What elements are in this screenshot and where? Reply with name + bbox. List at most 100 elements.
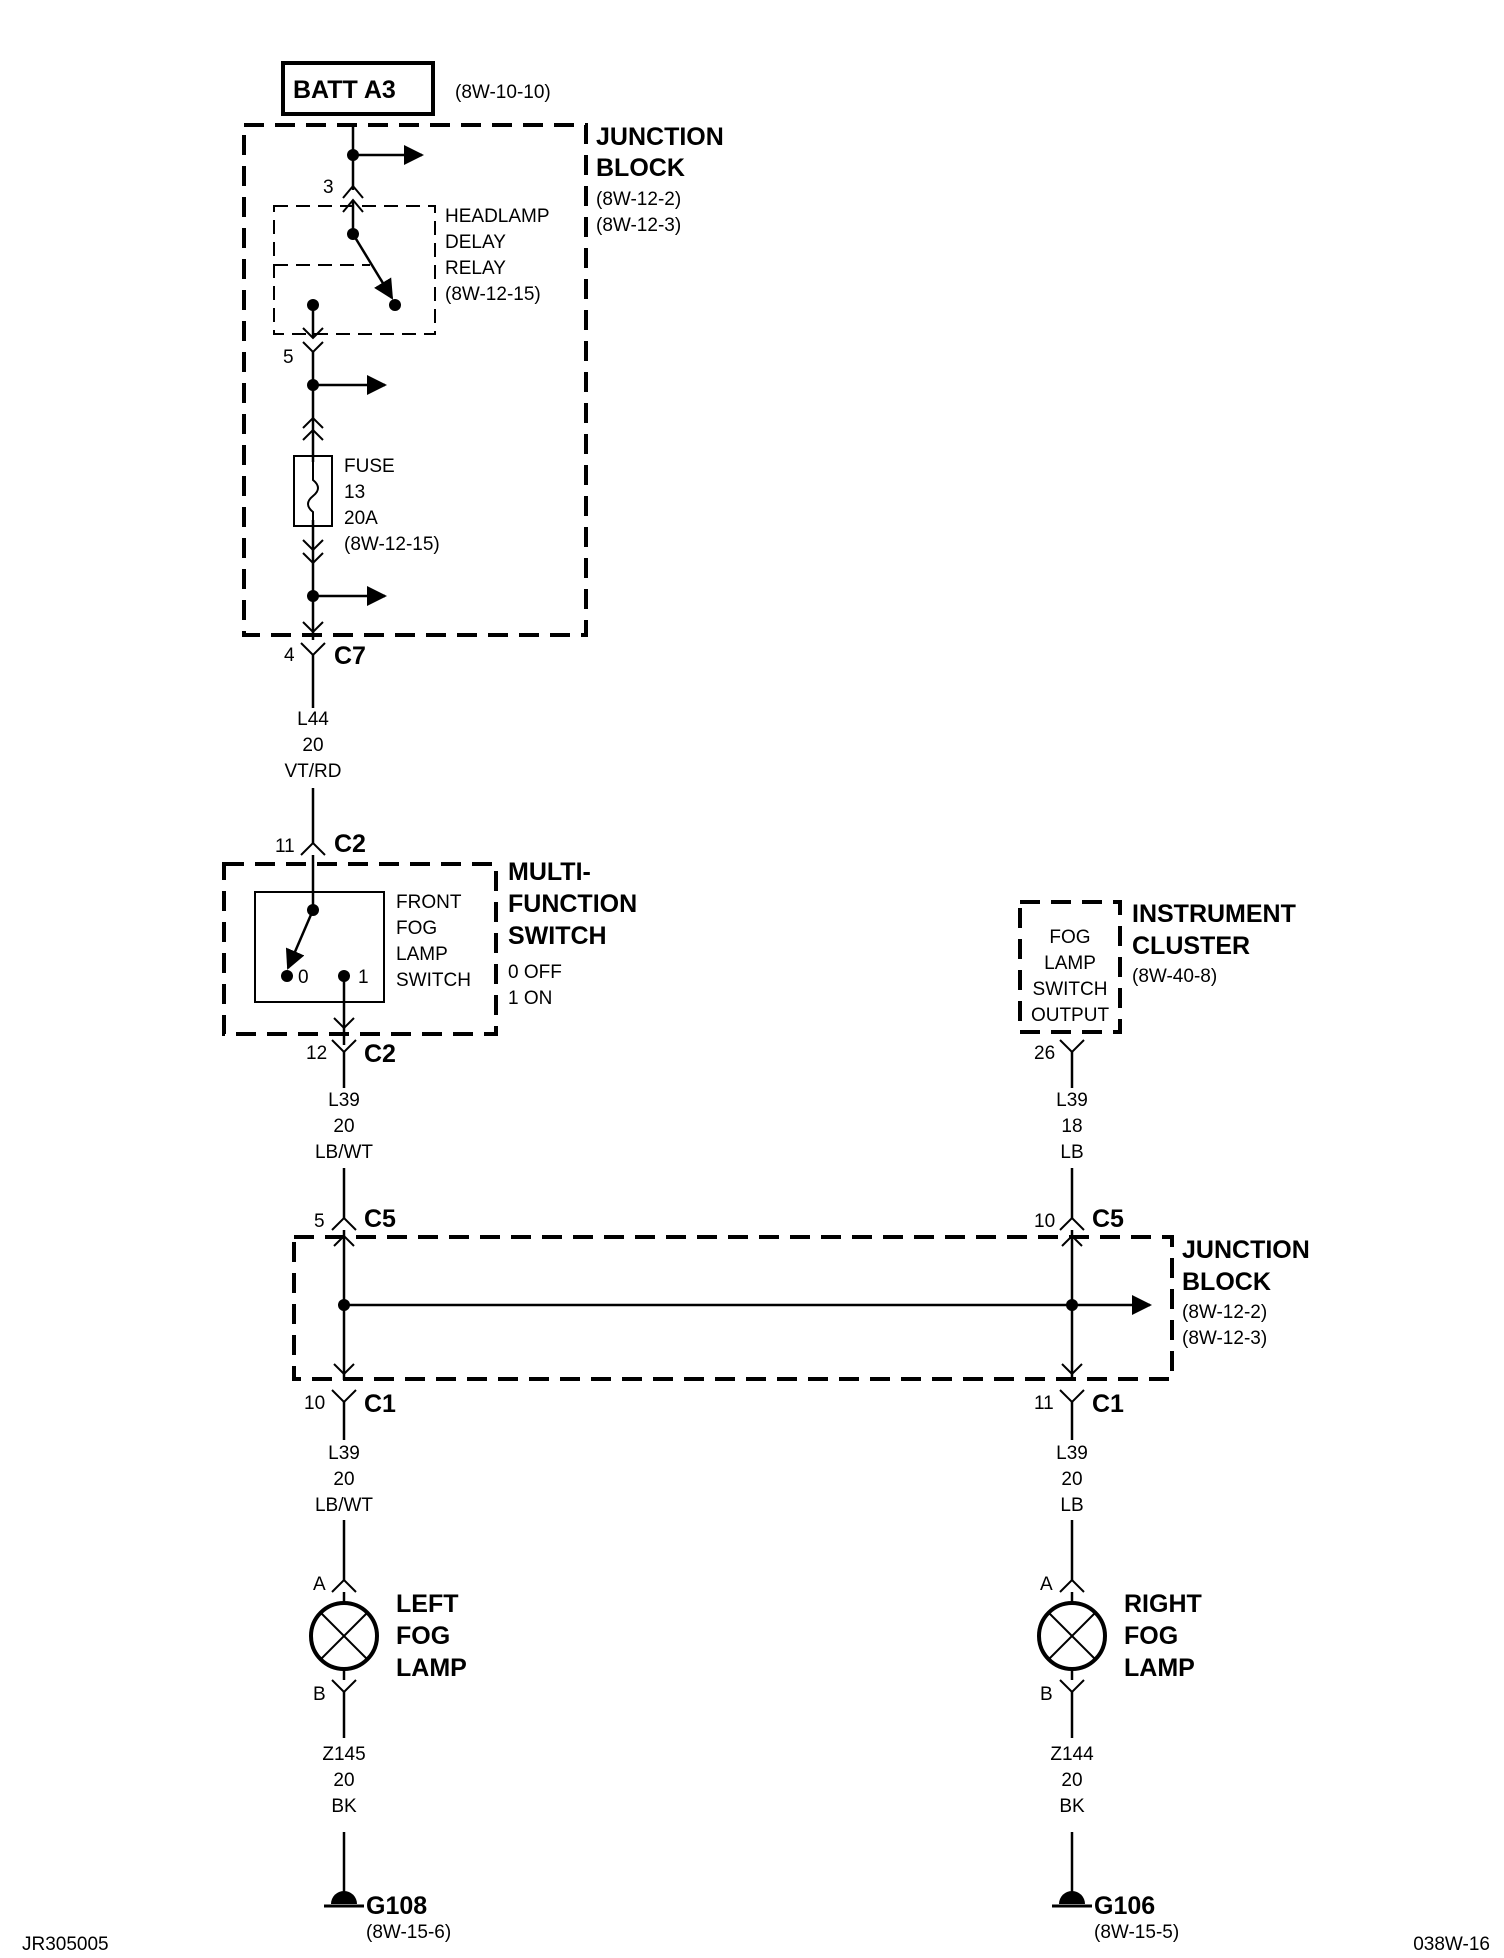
c2-out-pin: 12: [306, 1043, 327, 1064]
wire-z144-color: BK: [1059, 1796, 1085, 1817]
batt-a3-box: [281, 61, 435, 116]
left-lamp-connector-b: [331, 1679, 357, 1694]
switch-label-2: FOG: [396, 918, 437, 939]
batt-a3-ref: (8W-10-10): [455, 82, 551, 103]
relay-pin-in: 3: [323, 177, 334, 198]
fuse-label-1: FUSE: [344, 456, 395, 477]
cluster-title-2: CLUSTER: [1132, 932, 1250, 960]
left-lamp-pin-b: B: [313, 1684, 326, 1705]
left-lamp-pin-a: A: [313, 1574, 326, 1595]
connector-symbol: [302, 621, 324, 634]
c1-left-connector: [331, 1389, 357, 1404]
wire-l44-circuit: L44: [297, 709, 329, 730]
cluster-output-3: SWITCH: [1033, 979, 1108, 1000]
ground-g108-icon: [331, 1891, 357, 1904]
right-lamp-connector-b: [1059, 1679, 1085, 1694]
ground-g106-icon: [1059, 1891, 1085, 1904]
connector-symbol: [333, 1017, 355, 1030]
connector-symbol: [333, 1363, 355, 1376]
wire-l39-right-upper-color: LB: [1060, 1142, 1083, 1163]
c1-right-connector: [1059, 1389, 1085, 1404]
c1-right-pin: 11: [1034, 1393, 1054, 1414]
wire-z145-circuit: Z145: [322, 1744, 365, 1765]
ground-g108-name: G108: [366, 1892, 427, 1920]
multi-function-switch-outline: [222, 862, 498, 1036]
cluster-title-1: INSTRUMENT: [1132, 900, 1296, 928]
ground-g106-ref: (8W-15-5): [1094, 1922, 1179, 1943]
splice-dot: [1066, 1299, 1078, 1311]
connector-symbol: [302, 539, 324, 552]
switch-label-4: SWITCH: [396, 970, 471, 991]
fuse-label-3: 20A: [344, 508, 378, 529]
mfs-title-1: MULTI-: [508, 858, 591, 886]
wire-l39-left-lower-circuit: L39: [328, 1443, 360, 1464]
junction-block-bottom-outline: [292, 1235, 1174, 1381]
cluster-ref: (8W-40-8): [1132, 966, 1217, 987]
cluster-output-4: OUTPUT: [1031, 1005, 1110, 1026]
wire-l39-left-upper-gauge: 20: [333, 1116, 354, 1137]
mfs-title-3: SWITCH: [508, 922, 607, 950]
c1-right-name: C1: [1092, 1390, 1124, 1418]
c2-in-connector: [300, 841, 326, 856]
c5-left-name: C5: [364, 1205, 396, 1233]
c5-left-pin: 5: [314, 1211, 325, 1232]
cluster-connector: [1059, 1039, 1085, 1054]
switch-arm: [285, 909, 315, 970]
left-lamp-title-1: LEFT: [396, 1590, 459, 1618]
connector-symbol: [302, 428, 324, 441]
left-lamp-title-3: LAMP: [396, 1654, 467, 1682]
c7-name: C7: [334, 642, 366, 670]
c5-left-connector: [331, 1216, 357, 1231]
wire-l39-left-upper-color: LB/WT: [315, 1142, 373, 1163]
c1-left-pin: 10: [304, 1393, 325, 1414]
wire-l39-right-lower-circuit: L39: [1056, 1443, 1088, 1464]
front-fog-lamp-switch-box: [254, 891, 385, 1003]
wire-l44-color: VT/RD: [285, 761, 342, 782]
ground-g106-name: G106: [1094, 1892, 1155, 1920]
wire-z145-color: BK: [331, 1796, 357, 1817]
wire-l39-right-lower-color: LB: [1060, 1495, 1083, 1516]
connector-symbol: [302, 416, 324, 429]
cluster-output-2: LAMP: [1044, 953, 1096, 974]
c5-right-name: C5: [1092, 1205, 1124, 1233]
wire-l39-right-lower-gauge: 20: [1061, 1469, 1082, 1490]
relay-label-3: RELAY: [445, 258, 506, 279]
fuse-ref: (8W-12-15): [344, 534, 440, 555]
mfs-state-on: 1 ON: [508, 988, 552, 1009]
wire-l39-left-lower-gauge: 20: [333, 1469, 354, 1490]
right-lamp-pin-b: B: [1040, 1684, 1053, 1705]
footer-left-code: JR305005: [22, 1934, 109, 1955]
junction-block-bottom-title1: JUNCTION: [1182, 1236, 1310, 1264]
right-lamp-title-3: LAMP: [1124, 1654, 1195, 1682]
left-lamp-connector-a: [331, 1578, 357, 1593]
fuse-13-element: [307, 462, 319, 520]
wire-l44-gauge: 20: [302, 735, 323, 756]
right-lamp-pin-a: A: [1040, 1574, 1053, 1595]
connector-symbol: [302, 552, 324, 565]
c1-left-name: C1: [364, 1390, 396, 1418]
junction-block-top-ref1: (8W-12-2): [596, 189, 681, 210]
junction-block-top-title2: BLOCK: [596, 154, 685, 182]
relay-label-1: HEADLAMP: [445, 206, 550, 227]
relay-ref: (8W-12-15): [445, 284, 541, 305]
wire-z144-gauge: 20: [1061, 1770, 1082, 1791]
switch-pos-1: 1: [358, 967, 369, 988]
wire-z144-circuit: Z144: [1050, 1744, 1094, 1765]
cluster-output-1: FOG: [1049, 927, 1090, 948]
wire-l39-right-upper-gauge: 18: [1061, 1116, 1082, 1137]
switch-pos-0: 0: [298, 967, 309, 988]
c2-in-pin: 11: [275, 836, 295, 857]
relay-switch-arm: [351, 233, 394, 300]
headlamp-delay-relay-outline: [273, 205, 436, 335]
junction-block-top-outline: [242, 123, 588, 637]
relay-label-2: DELAY: [445, 232, 506, 253]
c7-pin: 4: [284, 645, 295, 666]
left-lamp-title-2: FOG: [396, 1622, 450, 1650]
wire-l39-left-lower-color: LB/WT: [315, 1495, 373, 1516]
right-lamp-connector-a: [1059, 1578, 1085, 1593]
instrument-cluster-outline: [1018, 900, 1122, 1034]
connector-symbol: [302, 327, 324, 340]
junction-block-bottom-ref2: (8W-12-3): [1182, 1328, 1267, 1349]
junction-block-top-ref2: (8W-12-3): [596, 215, 681, 236]
